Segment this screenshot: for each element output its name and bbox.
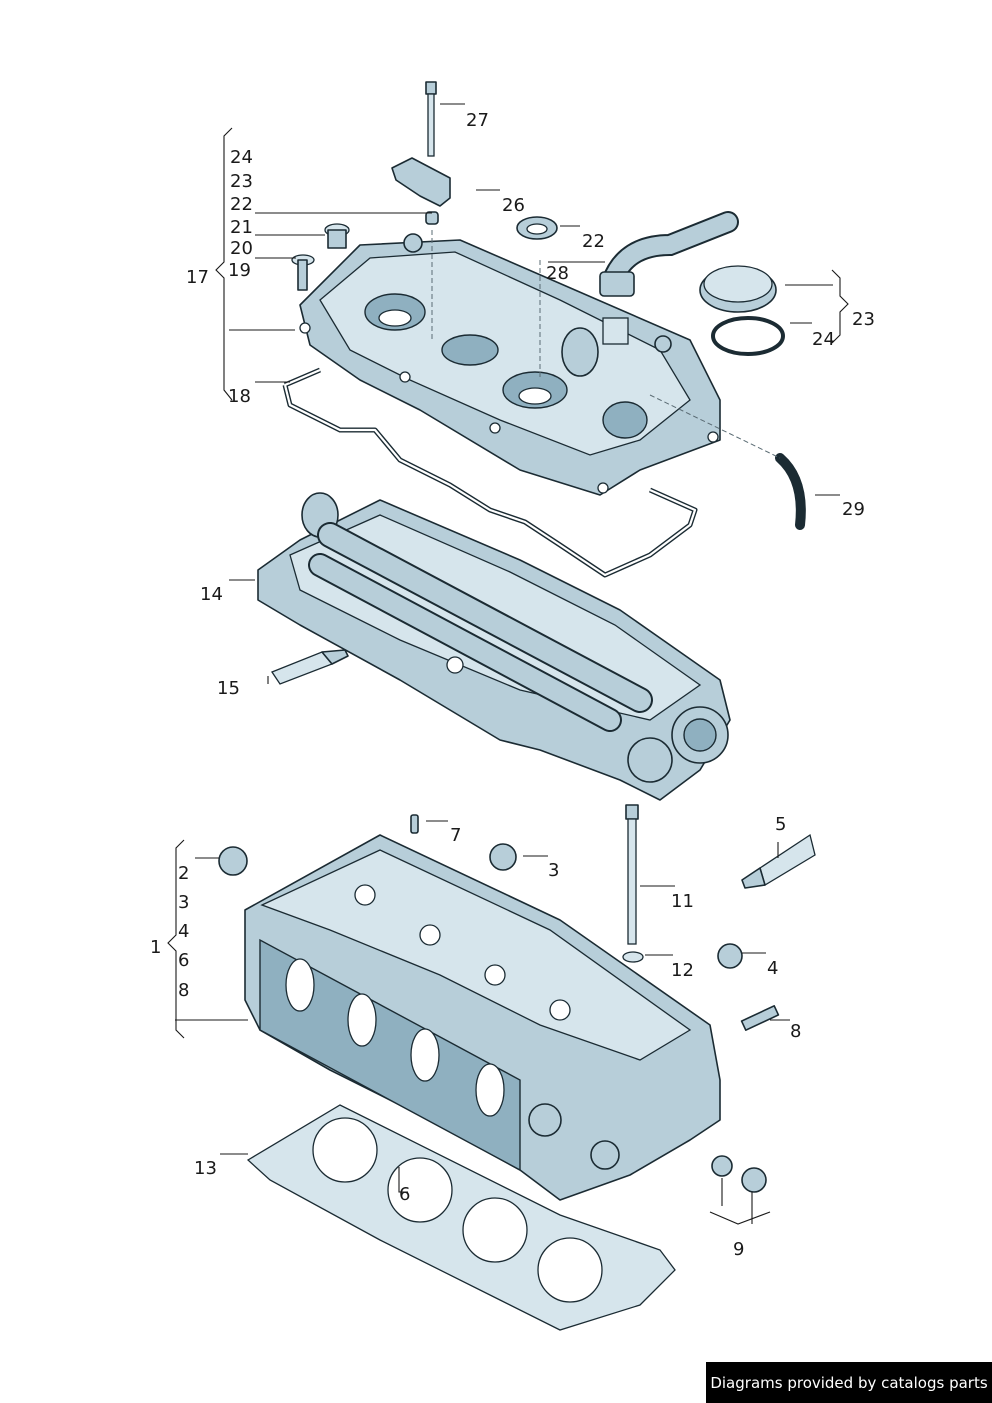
- seal-ring-9: [711, 1155, 733, 1177]
- plug-3: [489, 843, 517, 871]
- callout-20: 20: [230, 238, 253, 259]
- pin-7: [410, 814, 419, 834]
- callout-29: 29: [842, 499, 865, 520]
- callout-26: 26: [502, 195, 525, 216]
- callout-3: 3: [178, 892, 189, 913]
- leader-lines: [167, 103, 849, 1225]
- plug-21: [324, 223, 350, 249]
- plug-2: [218, 846, 248, 876]
- stud-8: [740, 1005, 780, 1031]
- head-bolt-11: [625, 804, 639, 945]
- washer-12: [622, 951, 644, 963]
- sealant-tube-5: [741, 833, 816, 889]
- callout-6: 6: [399, 1184, 410, 1205]
- valve-cover: [299, 233, 721, 496]
- callout-24: 24: [812, 329, 835, 350]
- callout-13: 13: [194, 1158, 217, 1179]
- callout-19: 19: [228, 260, 251, 281]
- callout-8: 8: [790, 1021, 801, 1042]
- breather-hose-28: [599, 211, 739, 297]
- head-gasket: [246, 1104, 676, 1331]
- callout-23: 23: [230, 171, 253, 192]
- valve-cover-gasket: [282, 367, 698, 578]
- callout-3: 3: [548, 860, 559, 881]
- callout-9: 9: [733, 1239, 744, 1260]
- plug-4: [717, 943, 743, 969]
- callout-11: 11: [671, 891, 694, 912]
- callout-2: 2: [178, 863, 189, 884]
- callout-labels: 27 26 22 28 24 23 22 21 20 19 17 18 23 2…: [150, 110, 875, 1260]
- plug-22: [425, 211, 439, 225]
- callout-15: 15: [217, 678, 240, 699]
- callout-28: 28: [546, 263, 569, 284]
- plug-screw-9: [741, 1167, 767, 1193]
- bracket-26: [391, 157, 451, 207]
- cap-seal-24: [711, 316, 785, 356]
- bolt-27: [425, 81, 437, 157]
- callout-22: 22: [230, 194, 253, 215]
- cylinder-head: [244, 834, 721, 1201]
- credit-banner: Diagrams provided by catalogs parts: [706, 1362, 992, 1403]
- callout-24: 24: [230, 147, 253, 168]
- callout-17: 17: [186, 267, 209, 288]
- callout-22: 22: [582, 231, 605, 252]
- callout-21: 21: [230, 217, 253, 238]
- screw-19: [291, 254, 315, 291]
- sealant-tube-15: [271, 649, 349, 685]
- callout-18: 18: [228, 386, 251, 407]
- callout-1: 1: [150, 937, 161, 958]
- callout-7: 7: [450, 825, 461, 846]
- hose-29: [775, 453, 806, 530]
- callout-6: 6: [178, 950, 189, 971]
- callout-27: 27: [466, 110, 489, 131]
- seal-22: [516, 216, 558, 240]
- callout-5: 5: [775, 814, 786, 835]
- filler-cap-23: [699, 265, 777, 313]
- callout-4: 4: [178, 921, 189, 942]
- callout-4: 4: [767, 958, 778, 979]
- callout-14: 14: [200, 584, 223, 605]
- camshaft-housing: [257, 492, 731, 801]
- callout-23: 23: [852, 309, 875, 330]
- callout-8: 8: [178, 980, 189, 1001]
- callout-12: 12: [671, 960, 694, 981]
